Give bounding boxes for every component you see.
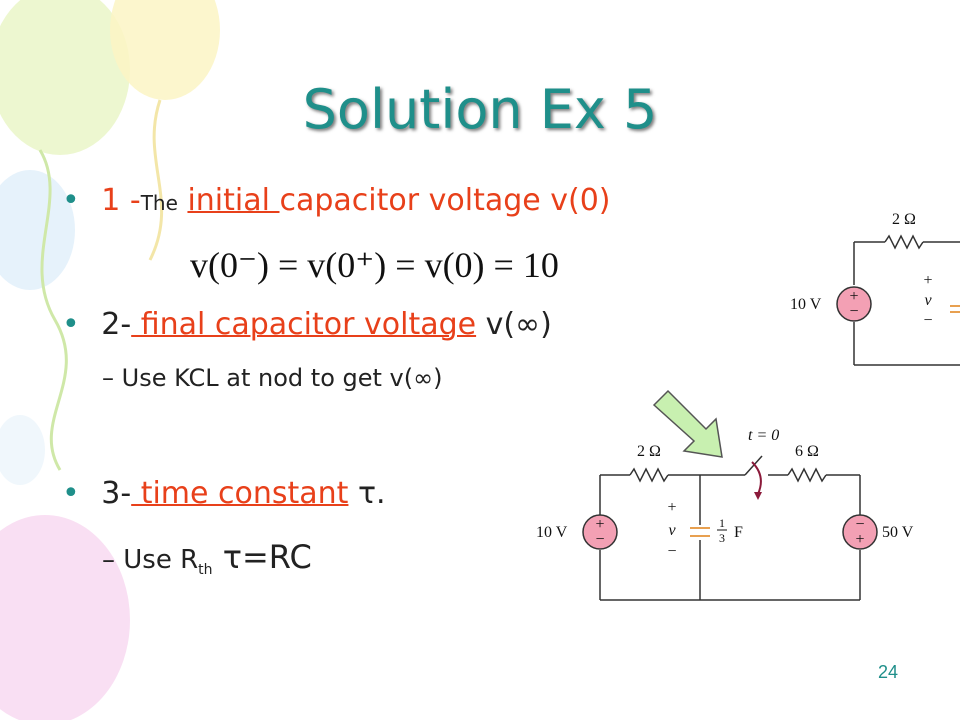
small-resistor-label: 2 Ω (892, 211, 916, 228)
equation-1: v(0⁻) = v(0⁺) = v(0) = 10 (190, 245, 559, 285)
resistor-symbol (629, 467, 669, 483)
balloon-blue (0, 170, 75, 290)
bullet-1-small: The (140, 191, 178, 215)
small-source-label: 10 V (790, 296, 822, 313)
arrow-icon (652, 389, 723, 458)
svg-text:+: + (667, 499, 676, 516)
bullet-dot: • (62, 476, 80, 511)
sub-dash: – (102, 545, 115, 575)
voltage-source-icon (842, 514, 878, 550)
main-circuit-diagram: + − − + t = 0 2 Ω 6 Ω 10 V 50 V + v − 1 … (536, 427, 914, 601)
bullet-2: • 2- final capacitor voltage v(∞) (62, 307, 552, 342)
svg-text:+: + (923, 272, 932, 289)
bullet-1-number: 1 - (101, 183, 141, 218)
balloon-string (148, 99, 164, 261)
left-source-label: 10 V (536, 524, 568, 541)
bullet-3-link[interactable]: time constant (131, 476, 349, 511)
resistor-symbol (884, 234, 924, 250)
bullet-1-link[interactable]: initial (187, 183, 280, 218)
sub-bullet-2: – Use KCL at nod to get v(∞) (102, 364, 442, 392)
bullet-2-prefix: 2- (101, 307, 132, 342)
sub-bullet-3-use: Use R (123, 545, 199, 575)
bullet-3-tail: τ. (348, 476, 386, 511)
svg-text:+: + (855, 531, 864, 548)
bullet-2-link[interactable]: final capacitor voltage (131, 307, 477, 342)
bullet-3: • 3- time constant τ. (62, 476, 386, 511)
capacitor-numerator: 1 (719, 516, 725, 530)
bullet-1-tail: v(0) (540, 183, 611, 218)
sub-bullet-3: – Use Rth τ=RC (102, 538, 312, 578)
balloon-yellow (110, 0, 220, 100)
capacitor-denominator: 3 (719, 531, 725, 545)
sub-bullet-2-text: Use KCL at nod to get v(∞) (121, 364, 443, 392)
voltage-source-icon (582, 514, 618, 550)
svg-text:v: v (924, 292, 932, 309)
balloon-pink (0, 515, 130, 720)
right-source-label: 50 V (882, 524, 914, 541)
svg-text:+: + (849, 288, 858, 305)
svg-text:v: v (668, 522, 676, 539)
balloon-string (38, 149, 68, 471)
slide-title: Solution Ex 5 (302, 78, 658, 141)
bullet-dot: • (62, 307, 80, 342)
switch-icon (744, 455, 763, 476)
bullet-dot: • (62, 183, 80, 218)
switch-label: t = 0 (748, 427, 779, 444)
voltage-source-icon (836, 286, 872, 322)
capacitor-unit: F (734, 524, 743, 541)
bullet-3-prefix: 3- (101, 476, 132, 511)
svg-text:−: − (923, 312, 932, 329)
resistor-symbol (787, 467, 827, 483)
bullet-1-text: capacitor voltage (279, 183, 541, 218)
sub-dash: – (102, 364, 114, 392)
svg-text:−: − (595, 531, 604, 548)
balloon-lightblue (0, 415, 45, 485)
svg-text:−: − (849, 303, 858, 320)
resistor-2ohm-label: 2 Ω (637, 443, 661, 460)
page-number: 24 (878, 662, 899, 682)
bullet-2-tail: v(∞) (476, 307, 552, 342)
sub-bullet-3-sub: th (198, 562, 213, 579)
resistor-6ohm-label: 6 Ω (795, 443, 819, 460)
bullet-1: • 1 -The initial capacitor voltage v(0) (62, 183, 611, 218)
small-circuit-diagram: + − 2 Ω 10 V + v − (790, 211, 960, 366)
svg-text:−: − (855, 516, 864, 533)
svg-text:−: − (667, 543, 676, 560)
balloon-green (0, 0, 130, 155)
svg-text:+: + (595, 516, 604, 533)
sub-bullet-3-formula: τ=RC (212, 538, 312, 576)
switch-arrow-icon (751, 461, 762, 495)
